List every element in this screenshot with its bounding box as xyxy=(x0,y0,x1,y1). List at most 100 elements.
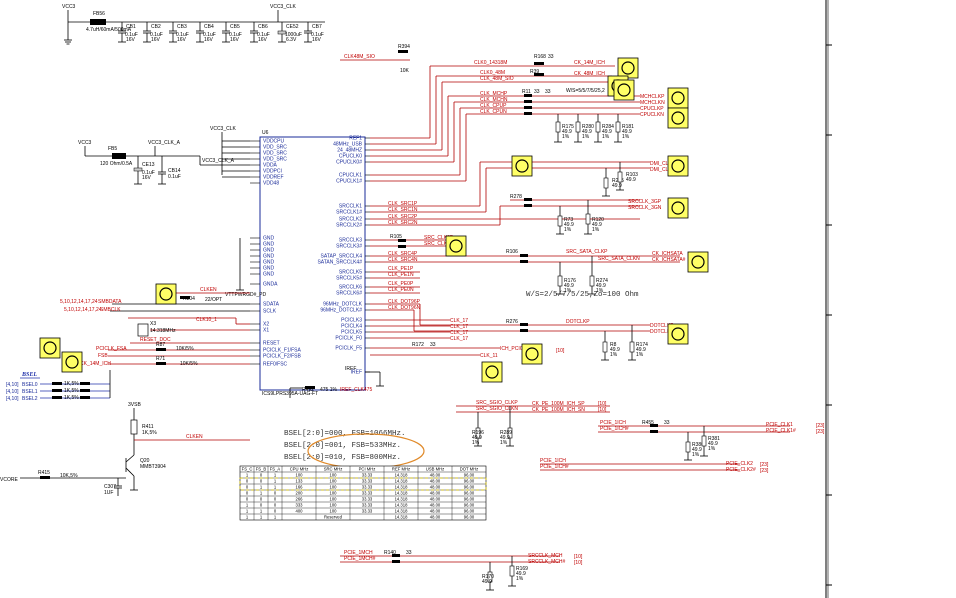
pin-label: SDATA xyxy=(263,302,280,308)
bsel-title: BSEL xyxy=(21,372,37,378)
bsel1: BSEL1 xyxy=(22,389,38,395)
svg-text:[10]: [10] xyxy=(598,407,607,413)
marker xyxy=(667,155,689,177)
table-cell: 100 xyxy=(330,479,338,484)
table-cell: 1 xyxy=(274,515,277,520)
table-cell: 48.00 xyxy=(430,473,441,478)
vcc3-clk-a-supply: VCC3 FB5 120 Ohm/0.5A VCC3_CLK_A VCC3_CL… xyxy=(78,140,235,185)
ck-pe-sn: CK_PE_100M_ICH_SN xyxy=(532,407,585,413)
svg-text:1%: 1% xyxy=(636,352,644,358)
pin-label: SRCCLK5 xyxy=(339,270,362,276)
clk48m-sio: CLK48M_SIO xyxy=(344,54,375,60)
svg-text:IREF_CLK475: IREF_CLK475 xyxy=(340,387,372,393)
svg-text:SRC_SGIO_CLKP: SRC_SGIO_CLKP xyxy=(476,400,518,406)
table-cell: 33.33 xyxy=(362,503,373,508)
pin-label: PCICLK_F0 xyxy=(335,336,362,342)
svg-text:49.9: 49.9 xyxy=(482,579,492,585)
table-cell: 100 xyxy=(330,473,338,478)
marker xyxy=(617,57,639,79)
pin-label: VDD_SRC xyxy=(263,145,287,151)
svg-text:CLK_PE1N: CLK_PE1N xyxy=(388,272,414,278)
pin-label: REF1 xyxy=(349,136,362,142)
cap-voltage: 16V xyxy=(126,37,136,43)
marker xyxy=(39,337,61,359)
table-cell: 33.33 xyxy=(362,479,373,484)
pin-label: 48MHz_USB xyxy=(333,142,363,148)
svg-text:PCICLK_FSA: PCICLK_FSA xyxy=(96,346,127,352)
cap-voltage: 16V xyxy=(177,37,187,43)
table-cell: 48.00 xyxy=(430,515,441,520)
table-cell: 48.00 xyxy=(430,479,441,484)
svg-text:PCIE_1ICH: PCIE_1ICH xyxy=(600,420,626,426)
pin-label: 96MHz_DOTCLK# xyxy=(320,308,362,314)
pin-label: GND xyxy=(263,260,275,266)
svg-text:PCIE_CLK2#: PCIE_CLK2# xyxy=(726,467,756,473)
pin-label: VDDREF xyxy=(263,175,284,181)
svg-text:CLK_48M_SIO: CLK_48M_SIO xyxy=(480,76,514,82)
svg-text:C307: C307 xyxy=(104,484,116,490)
vcc3-label: VCC3 xyxy=(62,4,76,10)
cap-voltage: 16V xyxy=(230,37,240,43)
table-cell: 1 xyxy=(260,491,263,496)
svg-text:49.9: 49.9 xyxy=(626,177,636,183)
svg-text:R8: R8 xyxy=(610,342,617,348)
svg-text:[23]: [23] xyxy=(816,429,825,435)
svg-text:CLK_17: CLK_17 xyxy=(450,336,468,342)
svg-text:CK_14M_ICH: CK_14M_ICH xyxy=(80,361,111,367)
pin-label: CPUCLK0# xyxy=(336,160,362,166)
svg-text:[23]: [23] xyxy=(760,468,769,474)
table-cell: 1 xyxy=(260,509,263,514)
pin-label: 24_48MHZ xyxy=(337,148,362,154)
svg-text:R280: R280 xyxy=(582,124,594,130)
cap-value: 0.1uF xyxy=(203,32,216,38)
svg-text:Q20: Q20 xyxy=(140,458,150,464)
svg-text:CLK_SRC2P: CLK_SRC2P xyxy=(388,214,418,220)
pin-label: GND xyxy=(263,236,275,242)
fb56-ref: FB56 xyxy=(93,11,105,17)
table-cell: 33.33 xyxy=(362,473,373,478)
svg-text:1%: 1% xyxy=(500,440,508,446)
svg-text:R284: R284 xyxy=(602,124,614,130)
pin-label: SCLK xyxy=(263,309,277,315)
svg-text:49.9: 49.9 xyxy=(472,435,482,441)
marker xyxy=(61,351,83,373)
marker xyxy=(687,251,709,273)
svg-text:R380: R380 xyxy=(692,442,704,448)
svg-text:49.9: 49.9 xyxy=(596,283,606,289)
svg-text:PCIE_CLK2: PCIE_CLK2 xyxy=(726,461,753,467)
table-cell: 1 xyxy=(274,479,277,484)
svg-text:1%: 1% xyxy=(596,288,604,294)
svg-text:16V: 16V xyxy=(142,175,152,181)
table-cell: 100 xyxy=(330,503,338,508)
cap-value: 1000uF xyxy=(285,32,302,38)
svg-text:PCIE_1ICH#: PCIE_1ICH# xyxy=(540,464,569,470)
svg-text:CLK_DOT96P: CLK_DOT96P xyxy=(388,299,421,305)
svg-text:R140: R140 xyxy=(384,550,396,556)
svg-text:120 Ohm/0.5A: 120 Ohm/0.5A xyxy=(100,161,133,167)
svg-text:1K,5%: 1K,5% xyxy=(142,430,157,436)
row-highlight xyxy=(239,477,487,491)
highlight-ellipse xyxy=(307,433,425,469)
svg-text:33: 33 xyxy=(430,342,436,348)
svg-text:CB14: CB14 xyxy=(168,168,181,174)
crystal-value: 14.318MHz xyxy=(150,328,176,334)
svg-text:22/OPT: 22/OPT xyxy=(205,297,222,303)
bsel0: BSEL0 xyxy=(22,382,38,388)
cap-ref: CE52 xyxy=(286,24,299,30)
table-cell: 333 xyxy=(296,503,304,508)
svg-text:R39: R39 xyxy=(530,69,539,75)
pin-label: CPUCLK0 xyxy=(339,154,362,160)
left-side-nets: SMBDATA 5,10,12,14,17,24 SMBCLK 5,10,12,… xyxy=(60,140,250,367)
table-header: FS_C xyxy=(242,467,253,472)
svg-text:DMI_CLKP: DMI_CLKP xyxy=(650,161,676,167)
table-cell: 1 xyxy=(274,473,277,478)
cap-ref: CB5 xyxy=(230,24,240,30)
svg-text:[23]: [23] xyxy=(816,423,825,429)
svg-text:49.9: 49.9 xyxy=(612,183,622,189)
marker xyxy=(155,283,177,305)
svg-text:49.9: 49.9 xyxy=(622,129,632,135)
svg-text:R181: R181 xyxy=(622,124,634,130)
svg-text:VCORE: VCORE xyxy=(0,477,18,483)
svg-text:SRC_CLK3N: SRC_CLK3N xyxy=(424,241,454,247)
